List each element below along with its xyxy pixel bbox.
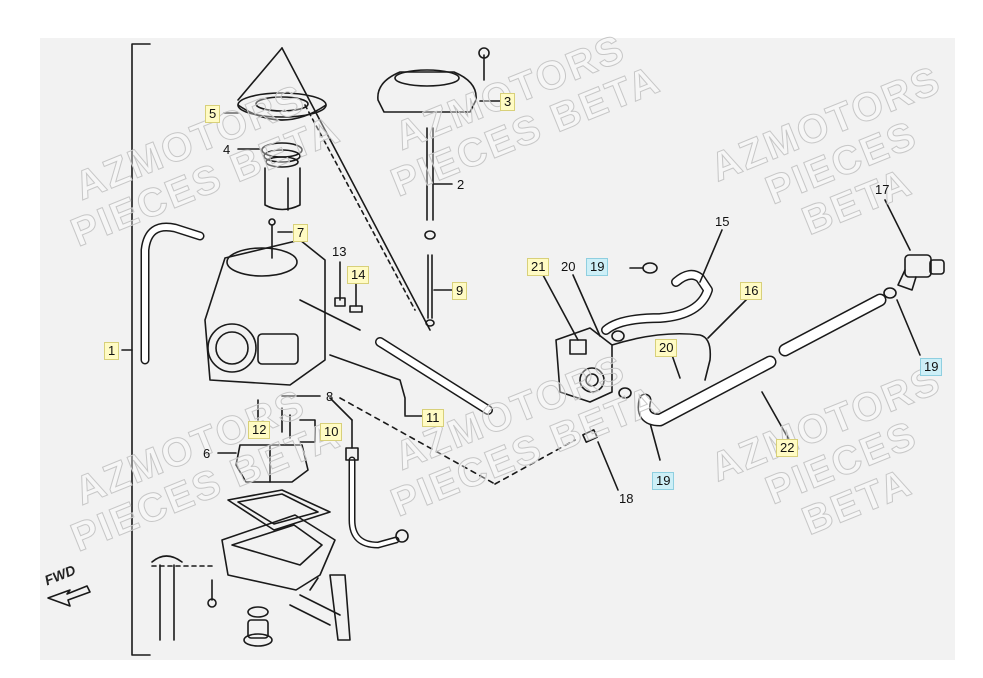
callout-17: 17 bbox=[875, 182, 890, 197]
leader-10 bbox=[299, 419, 316, 443]
leader-20a bbox=[572, 274, 601, 337]
leader-16 bbox=[707, 297, 749, 339]
callout-6: 6 bbox=[203, 446, 211, 461]
hose-16 bbox=[611, 332, 712, 381]
callout-2: 2 bbox=[457, 177, 465, 192]
leader-17 bbox=[884, 199, 911, 251]
callout-14: 14 bbox=[347, 266, 370, 284]
clip-part bbox=[329, 574, 351, 641]
float-bowl bbox=[221, 514, 336, 591]
callout-22: 22 bbox=[776, 439, 799, 457]
diaphragm-part bbox=[237, 92, 327, 121]
callout-7: 7 bbox=[293, 224, 309, 242]
vent-hose bbox=[140, 222, 205, 365]
callout-8: 8 bbox=[326, 389, 334, 404]
valve-assembly bbox=[555, 327, 613, 403]
callout-1: 1 bbox=[104, 342, 120, 360]
overflow-tube bbox=[159, 564, 175, 641]
callout-11: 11 bbox=[422, 409, 444, 427]
elbow-fitting bbox=[897, 254, 945, 291]
callout-13: 13 bbox=[332, 244, 347, 259]
leader-21 bbox=[542, 274, 579, 341]
top-cover-part bbox=[377, 47, 490, 113]
callout-3: 3 bbox=[500, 93, 516, 111]
fwd-arrow bbox=[47, 585, 91, 607]
carburetor-body bbox=[204, 218, 361, 386]
callout-19-bottom: 19 bbox=[652, 472, 675, 490]
callout-9: 9 bbox=[452, 282, 468, 300]
callout-20-top: 20 bbox=[561, 259, 576, 274]
callout-4: 4 bbox=[223, 142, 231, 157]
callout-16: 16 bbox=[740, 282, 763, 300]
callout-18: 18 bbox=[619, 491, 634, 506]
leader-22 bbox=[761, 391, 789, 439]
leader-20b bbox=[671, 354, 681, 379]
spring-part bbox=[261, 142, 303, 168]
projection-line bbox=[237, 47, 283, 101]
callout-19-right: 19 bbox=[920, 358, 943, 376]
diagram-background bbox=[40, 38, 955, 660]
callout-12: 12 bbox=[248, 421, 271, 439]
callout-21: 21 bbox=[527, 258, 550, 276]
callout-15: 15 bbox=[715, 214, 730, 229]
drain-plug bbox=[243, 606, 273, 647]
piston-slide bbox=[264, 167, 301, 211]
callout-20-middle: 20 bbox=[655, 339, 678, 357]
callout-19-top: 19 bbox=[586, 258, 609, 276]
throttle-screw bbox=[329, 354, 406, 416]
callout-10: 10 bbox=[320, 423, 343, 441]
leader-18 bbox=[597, 441, 619, 491]
leader-19c bbox=[896, 299, 921, 356]
float-part bbox=[235, 444, 309, 483]
jet-needle-part bbox=[424, 127, 436, 240]
plug-18 bbox=[582, 429, 598, 443]
drain-hose bbox=[348, 456, 400, 549]
needle-part bbox=[425, 254, 435, 327]
gasket bbox=[227, 489, 331, 531]
callout-5: 5 bbox=[205, 105, 221, 123]
leader-15 bbox=[699, 229, 723, 283]
projection-line bbox=[281, 47, 431, 331]
jets-group bbox=[281, 407, 291, 439]
